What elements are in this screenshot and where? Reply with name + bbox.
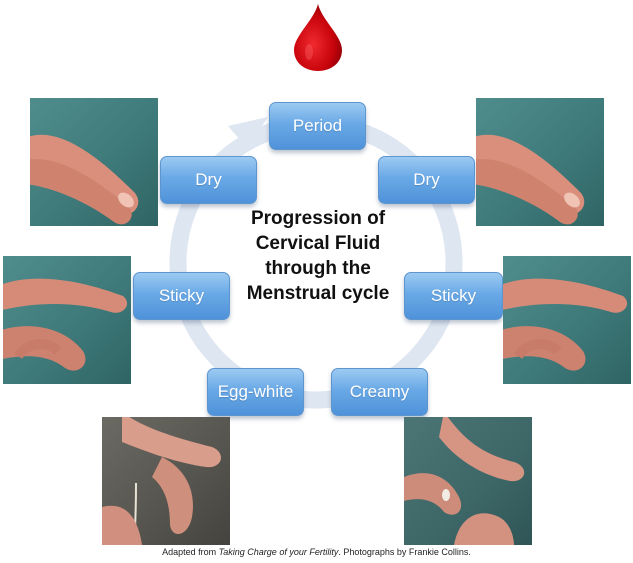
stage-creamy-label: Creamy — [349, 382, 410, 401]
stage-dry-left-label: Dry — [195, 170, 222, 189]
photo-egg-white-fingers — [102, 417, 230, 545]
cycle-arrow-icon — [228, 117, 268, 148]
photo-dry-fingers-left — [30, 98, 158, 226]
title-line-1: Progression of — [250, 208, 386, 229]
stage-egg-white: Egg-white — [207, 368, 304, 416]
photo-sticky-fingers-right — [503, 256, 631, 384]
title-line-3: through the — [265, 258, 371, 279]
diagram-title: Progression of Cervical Fluid through th… — [232, 206, 404, 306]
caption-book-title: Taking Charge of your Fertility — [218, 547, 339, 557]
stage-egg-white-label: Egg-white — [217, 382, 294, 401]
caption-suffix: . Photographs by Frankie Collins. — [338, 547, 471, 557]
stage-sticky-left-label: Sticky — [158, 286, 205, 305]
photo-dry-fingers-right — [476, 98, 604, 226]
stage-sticky-right-label: Sticky — [430, 286, 477, 305]
caption-prefix: Adapted from — [162, 547, 219, 557]
stage-creamy: Creamy — [331, 368, 428, 416]
stage-dry-right: Dry — [378, 156, 475, 204]
title-line-2: Cervical Fluid — [255, 233, 381, 254]
stage-dry-left: Dry — [160, 156, 257, 204]
stage-period-label: Period — [292, 116, 343, 135]
stage-sticky-right: Sticky — [404, 272, 503, 320]
stage-period: Period — [269, 102, 366, 150]
source-caption: Adapted from Taking Charge of your Ferti… — [0, 547, 633, 557]
stage-dry-right-label: Dry — [413, 170, 440, 189]
stage-sticky-left: Sticky — [133, 272, 230, 320]
blood-drop-icon — [294, 4, 342, 71]
photo-sticky-fingers-left — [3, 256, 131, 384]
photo-creamy-fingers — [404, 417, 532, 545]
title-line-4: Menstrual cycle — [246, 283, 390, 304]
